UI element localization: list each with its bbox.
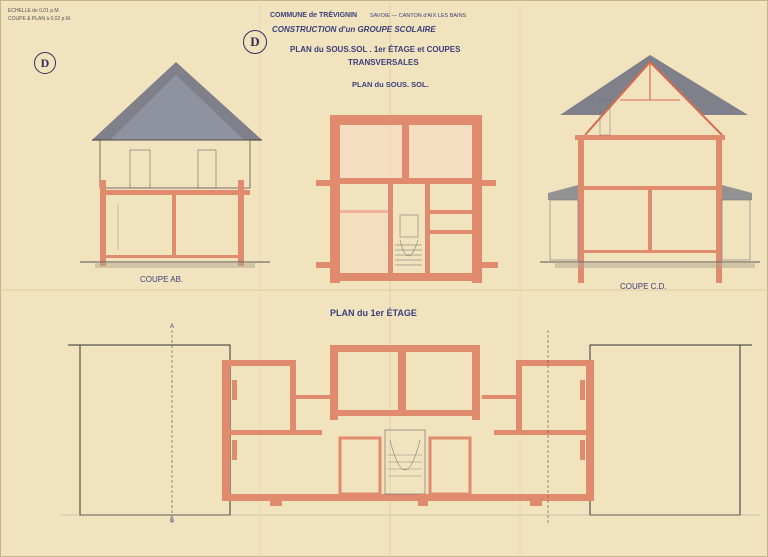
section-marker-b: B: [170, 518, 175, 524]
scale-stamp-line-1: ECHELLE de 0,01 p.M.: [8, 8, 60, 14]
main-title: CONSTRUCTION d'un GROUPE SCOLAIRE: [272, 25, 436, 34]
scale-stamp-line-2: COUPE & PLAN à 0,02 p.M.: [8, 16, 72, 22]
subtitle-line-2: TRANSVERSALES: [348, 58, 419, 67]
coupe-cd-title: COUPE C.D.: [620, 282, 667, 291]
coupe-ab-drawing: [80, 62, 270, 268]
logo-d-title: D: [243, 30, 267, 54]
coupe-ab-title: COUPE AB.: [140, 275, 184, 284]
plan-1er-etage-drawing: [60, 330, 760, 525]
plan-1er-etage-title: PLAN du 1er ÉTAGE: [330, 308, 417, 318]
section-marker-a: A: [170, 324, 175, 330]
logo-d-topleft: D: [34, 52, 56, 74]
logo-letter: D: [250, 34, 260, 49]
plan-sous-sol-drawing: [316, 115, 498, 283]
coupe-cd-drawing: [540, 55, 760, 283]
commune-title: COMMUNE de TRÉVIGNIN: [270, 12, 358, 19]
logo-letter: D: [40, 55, 50, 70]
canton-label: SAVOIE — CANTON d'AIX LES BAINS: [370, 13, 467, 19]
subtitle-line-1: PLAN du SOUS.SOL . 1er ÉTAGE et COUPES: [290, 45, 461, 54]
plan-sous-sol-title: PLAN du SOUS. SOL.: [352, 80, 429, 89]
